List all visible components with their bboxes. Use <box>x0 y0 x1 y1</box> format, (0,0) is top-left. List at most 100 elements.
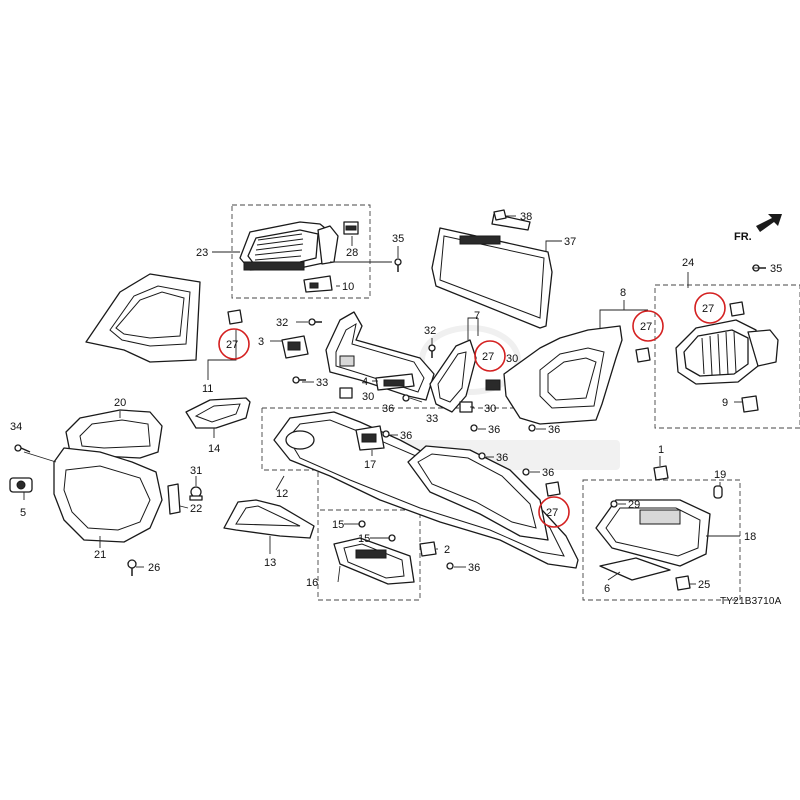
callout-36-e: 36 <box>542 467 554 479</box>
highlight-27-glovebox[interactable]: 27 <box>538 496 570 528</box>
pad-6 <box>599 557 671 581</box>
screw-34 <box>14 444 31 453</box>
callout-35-a: 35 <box>392 233 404 245</box>
diagram-code: TY21B3710A <box>720 596 782 607</box>
trim-14 <box>185 397 251 429</box>
clip-19 <box>713 485 723 499</box>
screw-32-left <box>308 318 322 326</box>
vent-group-box-23 <box>231 204 371 299</box>
trim-13 <box>223 499 315 539</box>
clip-27-vent <box>729 301 745 317</box>
front-arrow-icon <box>756 214 782 232</box>
clip-25 <box>675 575 691 591</box>
highlight-27-left[interactable]: 27 <box>218 328 250 360</box>
callout-36-f: 36 <box>468 562 480 574</box>
callout-2: 2 <box>444 544 450 556</box>
callout-36-g: 36 <box>382 403 394 415</box>
callout-7: 7 <box>474 310 480 322</box>
callout-1: 1 <box>658 444 664 456</box>
callout-32-b: 32 <box>424 325 436 337</box>
callout-37: 37 <box>564 236 576 248</box>
callout-21: 21 <box>94 549 106 561</box>
svg-text:27: 27 <box>482 351 494 363</box>
clip-28 <box>343 221 359 235</box>
nut-30-left <box>339 387 353 399</box>
callout-4: 4 <box>362 376 368 388</box>
leader-lines <box>23 215 760 585</box>
highlighted-part-27-markers: 27 27 27 27 27 <box>218 292 726 528</box>
callout-15-b: 15 <box>358 533 370 545</box>
callout-33-a: 33 <box>316 377 328 389</box>
callout-3: 3 <box>258 336 264 348</box>
callout-38: 38 <box>520 211 532 223</box>
front-direction-indicator: FR. <box>734 214 782 243</box>
center-vent-23 <box>239 221 339 271</box>
glovebox-12 <box>273 411 579 569</box>
center-bracket-7 <box>429 339 477 413</box>
upper-trim-8 <box>503 325 623 425</box>
svg-text:27: 27 <box>546 507 558 519</box>
column-cover-lower-21 <box>53 447 163 543</box>
bracket-10 <box>303 275 333 293</box>
clip-27-right-trim <box>635 347 651 363</box>
front-direction-label: FR. <box>734 231 752 243</box>
callout-22: 22 <box>190 503 202 515</box>
callout-8: 8 <box>620 287 626 299</box>
meter-visor-37 <box>431 213 553 329</box>
side-vent-24 <box>675 319 779 385</box>
callout-18: 18 <box>744 531 756 543</box>
clip-27-left <box>227 309 243 325</box>
latch-17 <box>355 425 385 451</box>
callout-14: 14 <box>208 443 220 455</box>
callout-34: 34 <box>10 421 22 433</box>
screw-32-center <box>428 344 436 358</box>
clip-5 <box>9 477 33 493</box>
callout-30-b: 30 <box>484 403 496 415</box>
svg-text:27: 27 <box>702 303 714 315</box>
screw-31 <box>189 486 203 501</box>
callout-25: 25 <box>698 579 710 591</box>
callout-36-c: 36 <box>548 424 560 436</box>
callout-32-a: 32 <box>276 317 288 329</box>
callout-13: 13 <box>264 557 276 569</box>
svg-text:27: 27 <box>640 321 652 333</box>
callout-16: 16 <box>306 577 318 589</box>
clip-1 <box>653 465 669 481</box>
side-pocket-group-box <box>582 479 741 601</box>
callout-6: 6 <box>604 583 610 595</box>
callout-12: 12 <box>276 488 288 500</box>
callout-17: 17 <box>364 459 376 471</box>
highlight-27-center[interactable]: 27 <box>474 340 506 372</box>
screw-33-center <box>402 394 410 402</box>
clip-38 <box>493 209 507 221</box>
screw-26 <box>127 559 137 576</box>
callout-33-b: 33 <box>426 413 438 425</box>
callout-20: 20 <box>114 397 126 409</box>
callout-26: 26 <box>148 562 160 574</box>
bracket-3 <box>281 335 309 359</box>
highlight-27-right-trim[interactable]: 27 <box>632 310 664 342</box>
callout-36-b: 36 <box>488 424 500 436</box>
callout-30-a: 30 <box>362 391 374 403</box>
side-pocket-18 <box>595 499 711 567</box>
striker-16 <box>333 537 415 585</box>
callout-36-d: 36 <box>496 452 508 464</box>
callout-23: 23 <box>196 247 208 259</box>
screw-35-upper <box>394 258 402 272</box>
callout-36-a: 36 <box>400 430 412 442</box>
callout-15-a: 15 <box>332 519 344 531</box>
screw-33-left <box>292 376 306 384</box>
callout-9: 9 <box>722 397 728 409</box>
highlight-27-vent[interactable]: 27 <box>694 292 726 324</box>
clip-9 <box>741 395 759 413</box>
bracket-22 <box>167 483 181 515</box>
callout-labels: 1 2 3 4 5 6 7 8 9 10 11 12 13 14 15 15 1… <box>10 211 782 595</box>
screw-29 <box>610 500 618 508</box>
bracket-4 <box>375 373 415 391</box>
svg-text:27: 27 <box>226 339 238 351</box>
callout-11: 11 <box>202 383 213 395</box>
callout-5: 5 <box>20 507 26 519</box>
clip-30-center <box>485 379 501 391</box>
